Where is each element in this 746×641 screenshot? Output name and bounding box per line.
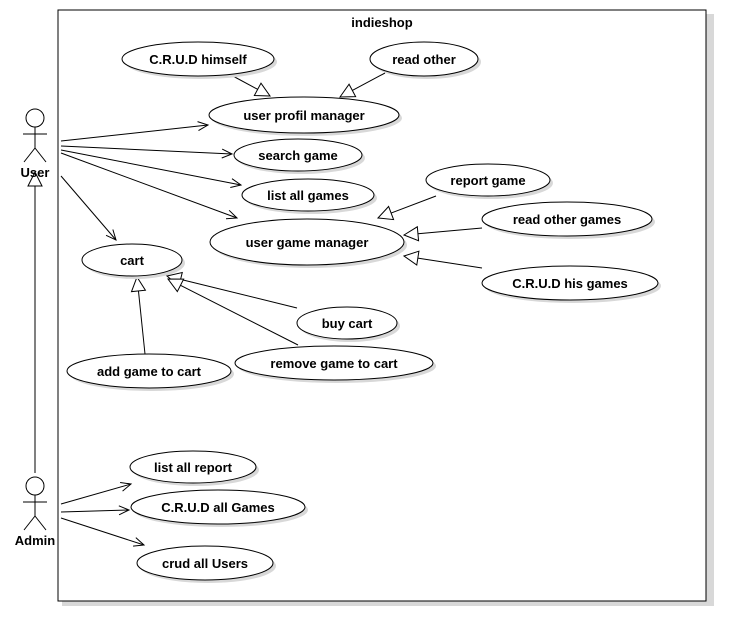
generalization-admin-user — [27, 170, 43, 473]
association-user-cart — [60, 175, 117, 241]
generalization-add_game_to_cart-cart — [130, 275, 147, 355]
generalization-read_other_games-user_game_manager — [402, 225, 483, 242]
use-case-list-all-games: list all games — [241, 178, 377, 214]
use-case-user-game-manager: user game manager — [209, 218, 407, 268]
use-case-label: report game — [450, 173, 525, 188]
association-user-list_all_games — [60, 149, 243, 188]
system-title: indieshop — [351, 15, 412, 30]
open-arrowhead — [221, 148, 234, 159]
hollow-triangle-arrowhead — [253, 82, 271, 97]
association-user-user_game_manager — [60, 152, 239, 220]
use-case-search-game: search game — [233, 138, 365, 174]
stick-figure-icon — [23, 476, 47, 531]
use-case-user-profil-manager: user profil manager — [208, 96, 402, 136]
use-case-crud-his-games: C.R.U.D his games — [481, 265, 661, 303]
open-arrowhead — [225, 209, 239, 220]
open-arrowhead — [120, 481, 133, 492]
use-case-label: user profil manager — [243, 108, 364, 123]
use-case-cart: cart — [81, 243, 185, 279]
use-case-label: add game to cart — [97, 364, 202, 379]
relationships — [27, 72, 483, 547]
use-case-list-all-report: list all report — [129, 450, 259, 486]
hollow-triangle-arrowhead — [27, 170, 43, 187]
hollow-triangle-arrowhead — [130, 275, 147, 293]
use-case-report-game: report game — [425, 163, 553, 199]
use-case-crud-himself: C.R.U.D himself — [121, 41, 277, 79]
generalization-crud_his_games-user_game_manager — [402, 250, 483, 269]
open-arrowhead — [197, 121, 210, 131]
actor-label: User — [21, 165, 50, 180]
use-case-read-other-games: read other games — [481, 201, 655, 239]
association-admin-list_all_report — [60, 481, 133, 505]
hollow-triangle-arrowhead — [339, 83, 357, 98]
hollow-triangle-arrowhead — [402, 250, 420, 266]
open-arrowhead — [105, 229, 117, 241]
hollow-triangle-arrowhead — [402, 225, 420, 242]
hollow-triangle-arrowhead — [167, 278, 185, 293]
use-case-label: cart — [120, 253, 145, 268]
use-case-label: read other — [392, 52, 456, 67]
use-case-label: crud all Users — [162, 556, 248, 571]
use-case-remove-game-to-cart: remove game to cart — [234, 345, 436, 383]
use-case-label: C.R.U.D all Games — [161, 500, 274, 515]
use-case-label: read other games — [513, 212, 621, 227]
use-case-add-game-to-cart: add game to cart — [66, 353, 234, 391]
hollow-triangle-arrowhead — [376, 205, 395, 221]
association-user-user_profil_manager — [60, 121, 210, 142]
association-user-search_game — [60, 145, 234, 159]
generalization-remove_game_to_cart-cart — [167, 278, 299, 346]
actor-user: User — [21, 108, 50, 180]
association-admin-crud_all_games — [60, 505, 131, 516]
actor-admin: Admin — [15, 476, 56, 548]
use-case-label: user game manager — [246, 235, 369, 250]
stick-figure-icon — [23, 108, 47, 163]
use-case-label: remove game to cart — [270, 356, 398, 371]
use-cases: C.R.U.D himself read other user profil man… — [66, 41, 661, 583]
use-case-label: list all games — [267, 188, 349, 203]
use-case-crud-all-games: C.R.U.D all Games — [130, 489, 308, 527]
use-case-label: C.R.U.D his games — [512, 276, 628, 291]
generalization-report_game-user_game_manager — [376, 195, 437, 221]
open-arrowhead — [118, 505, 131, 516]
association-admin-crud_all_users — [60, 517, 146, 547]
actor-label: Admin — [15, 533, 56, 548]
generalization-crud_himself-user_profil_manager — [230, 74, 271, 97]
use-case-label: buy cart — [322, 316, 373, 331]
use-case-label: list all report — [154, 460, 233, 475]
use-case-crud-all-users: crud all Users — [136, 545, 276, 583]
use-case-read-other: read other — [369, 41, 481, 79]
open-arrowhead — [133, 537, 146, 547]
use-case-label: C.R.U.D himself — [149, 52, 247, 67]
use-case-buy-cart: buy cart — [296, 306, 400, 342]
generalization-read_other-user_profil_manager — [339, 72, 386, 98]
use-case-label: search game — [258, 148, 338, 163]
open-arrowhead — [230, 178, 243, 188]
